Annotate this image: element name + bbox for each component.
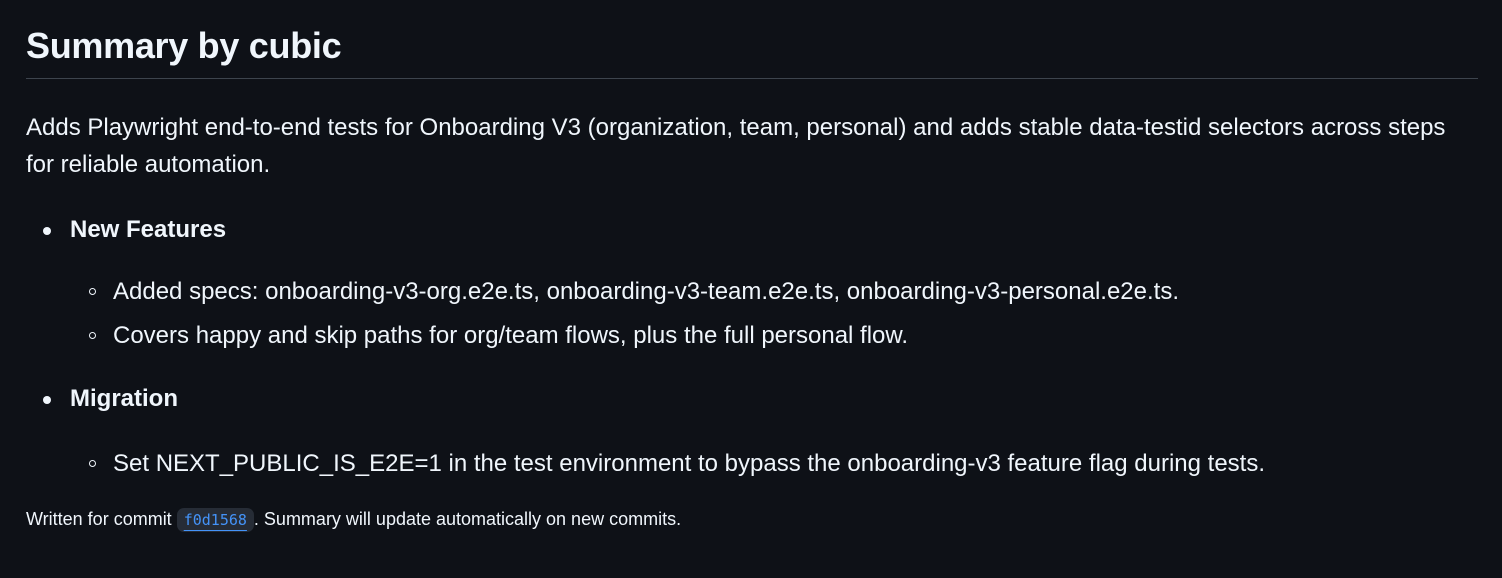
footer-prefix: Written for commit — [26, 509, 177, 529]
section-label: New Features — [70, 216, 227, 243]
section-label: Migration — [70, 385, 178, 412]
list-item-text: Set NEXT_PUBLIC_IS_E2E=1 in the test env… — [113, 450, 1265, 477]
list-item: Set NEXT_PUBLIC_IS_E2E=1 in the test env… — [70, 442, 1478, 486]
list-item-text: Added specs: onboarding-v3-org.e2e.ts, o… — [113, 278, 1179, 305]
section-items: Set NEXT_PUBLIC_IS_E2E=1 in the test env… — [70, 442, 1478, 486]
circle-bullet-icon — [89, 460, 96, 467]
bullet-icon — [43, 396, 51, 404]
list-item: Covers happy and skip paths for org/team… — [70, 314, 1478, 358]
circle-bullet-icon — [89, 288, 96, 295]
bullet-icon — [43, 227, 51, 235]
commit-link[interactable]: f0d1568 — [176, 508, 254, 532]
summary-intro: Adds Playwright end-to-end tests for Onb… — [26, 114, 1446, 178]
section-new-features: New Features Added specs: onboarding-v3-… — [26, 215, 1478, 358]
footer-suffix: . Summary will update automatically on n… — [253, 509, 682, 529]
circle-bullet-icon — [89, 332, 96, 339]
section-items: Added specs: onboarding-v3-org.e2e.ts, o… — [70, 270, 1478, 358]
summary-comment: Summary by cubic Adds Playwright end-to-… — [26, 0, 1478, 533]
list-item-text: Covers happy and skip paths for org/team… — [113, 322, 909, 349]
section-migration: Migration Set NEXT_PUBLIC_IS_E2E=1 in th… — [26, 384, 1478, 486]
list-item: Added specs: onboarding-v3-org.e2e.ts, o… — [70, 270, 1478, 314]
footer-note: Written for commit f0d1568. Summary will… — [26, 486, 1478, 533]
summary-sections: New Features Added specs: onboarding-v3-… — [26, 215, 1478, 486]
page-title: Summary by cubic — [26, 0, 1478, 79]
